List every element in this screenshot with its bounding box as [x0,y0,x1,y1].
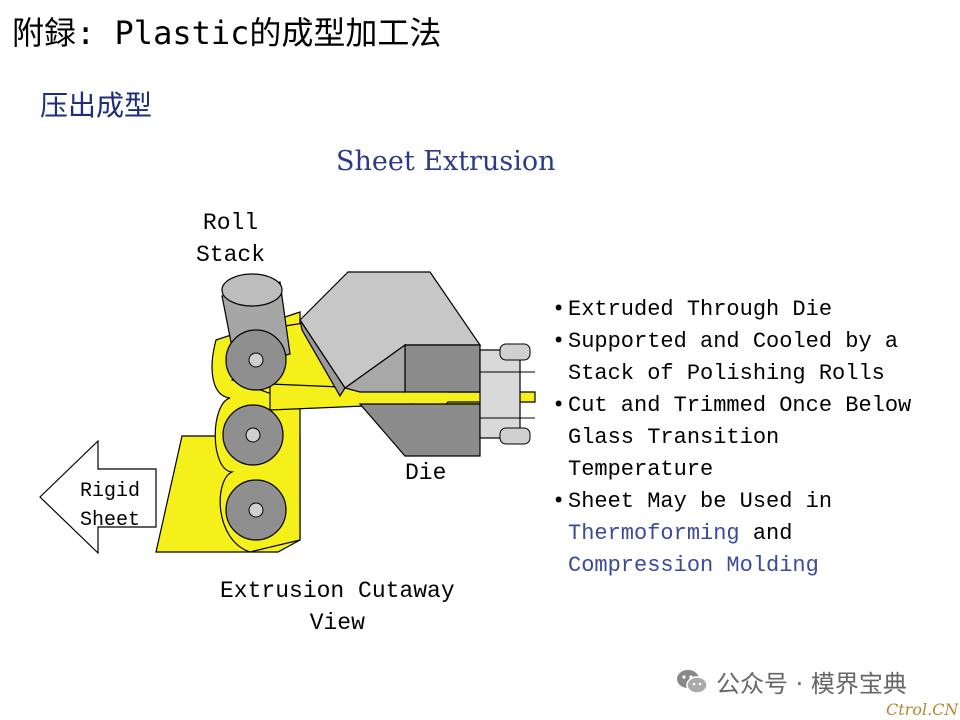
watermark-text: 公众号 · 模界宝典 [716,670,907,698]
page-title: 附録: Plastic的成型加工法 [12,14,442,52]
roll-bottom [225,479,287,541]
bullet-line-highlighted: Compression Molding [568,553,819,578]
bullet-item: • Cut and Trimmed Once Below Glass Trans… [552,390,911,486]
bullet-line: Temperature [568,457,714,482]
roll-stack-label: Roll Stack [196,207,265,271]
die-label: Die [405,460,447,486]
cutaway-line-1: Extrusion Cutaway [220,578,455,604]
cutaway-label: Extrusion Cutaway View [220,575,455,639]
bullet-dot: • [552,393,566,418]
rigid-sheet-label: Rigid Sheet [80,477,140,535]
bullet-item: • Extruded Through Die [552,294,911,326]
bullet-item: • Supported and Cooled by a Stack of Pol… [552,326,911,390]
rigid-line-1: Rigid [80,480,141,503]
rigid-line-2: Sheet [80,509,141,532]
bullet-list: • Extruded Through Die • Supported and C… [552,294,911,582]
bullet-dot: • [552,297,566,322]
bullet-line: Cut and Trimmed Once Below [568,393,912,418]
roll-stack-line-1: Roll [202,210,259,236]
section-title: 压出成型 [40,89,153,122]
corner-mark: Ctrol.CN [886,700,959,719]
roll-middle [222,404,284,466]
highlight-term: Thermoforming [568,521,740,546]
rigid-sheet-arrow [39,439,157,555]
wechat-icon [677,669,708,694]
die-block [299,271,535,457]
bullet-line-highlighted: Thermoforming and [568,518,832,550]
diagram-title: Sheet Extrusion [336,146,556,177]
bullet-item: • Sheet May be Used in Thermoforming and… [552,486,911,582]
bullet-dot: • [552,489,566,514]
roll-top [221,273,291,391]
roll-stack-line-2: Stack [196,242,266,268]
watermark: 公众号 · 模界宝典 [676,664,907,699]
bullet-line: Glass Transition [568,425,780,450]
cutaway-line-2: View [309,610,365,636]
bullet-line: Sheet May be Used in [568,489,833,514]
bullet-line: Supported and Cooled by a [568,329,899,354]
bullet-line: Extruded Through Die [568,297,833,322]
bullet-dot: • [552,329,566,354]
bullet-line: Stack of Polishing Rolls [568,361,885,386]
bullet-line-rest: and [739,521,793,546]
